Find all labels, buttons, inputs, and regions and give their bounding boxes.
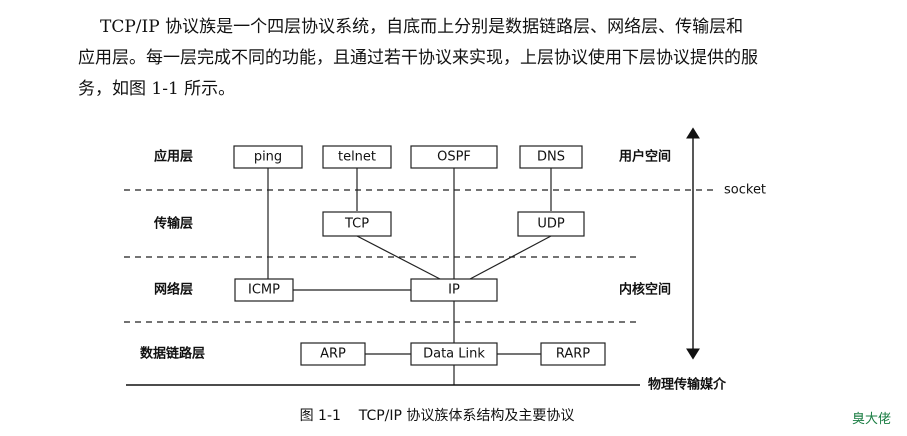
label-datalink: Data Link bbox=[423, 347, 485, 362]
box-icmp bbox=[234, 278, 294, 302]
label-kernel-space: 内核空间 bbox=[619, 282, 671, 298]
label-socket: socket bbox=[724, 183, 766, 198]
figure-caption: 图 1-1 TCP/IP 协议族体系结构及主要协议 bbox=[300, 408, 575, 424]
label-physical-medium: 物理传输媒介 bbox=[648, 377, 727, 393]
layer-network: 网络层 bbox=[154, 282, 193, 298]
author-watermark: 臭大佬 bbox=[852, 412, 892, 427]
box-arp bbox=[300, 342, 366, 366]
label-icmp: ICMP bbox=[248, 283, 280, 298]
paragraph-line-1: TCP/IP 协议族是一个四层协议系统，自底而上分别是数据链路层、网络层、传输层… bbox=[100, 17, 744, 37]
label-ip: IP bbox=[448, 283, 460, 298]
box-ip bbox=[410, 278, 498, 302]
paragraph-line-3: 务，如图 1-1 所示。 bbox=[78, 79, 236, 99]
link-tcp-ip bbox=[356, 235, 441, 280]
layer-application: 应用层 bbox=[154, 149, 193, 165]
box-tcp bbox=[322, 211, 392, 237]
label-user-space: 用户空间 bbox=[618, 149, 671, 165]
label-arp: ARP bbox=[320, 347, 346, 362]
label-ping: ping bbox=[254, 150, 282, 165]
paragraph-line-2: 应用层。每一层完成不同的功能，且通过若干协议来实现，上层协议使用下层协议提供的服 bbox=[78, 48, 758, 68]
layer-transport: 传输层 bbox=[153, 216, 193, 232]
label-udp: UDP bbox=[537, 217, 565, 232]
label-tcp: TCP bbox=[344, 217, 369, 232]
link-udp-ip bbox=[469, 235, 552, 280]
box-datalink bbox=[410, 342, 498, 366]
intro-paragraph: TCP/IP 协议族是一个四层协议系统，自底而上分别是数据链路层、网络层、传输层… bbox=[78, 12, 888, 105]
label-rarp: RARP bbox=[556, 347, 590, 362]
label-telnet: telnet bbox=[338, 150, 376, 165]
label-dns: DNS bbox=[537, 150, 565, 165]
layer-datalink: 数据链路层 bbox=[140, 346, 205, 362]
box-ospf bbox=[410, 145, 498, 169]
label-ospf: OSPF bbox=[437, 150, 471, 165]
box-ping bbox=[233, 145, 303, 169]
box-dns bbox=[519, 145, 583, 169]
box-udp bbox=[517, 211, 585, 237]
box-rarp bbox=[540, 342, 606, 366]
box-telnet bbox=[322, 145, 392, 169]
